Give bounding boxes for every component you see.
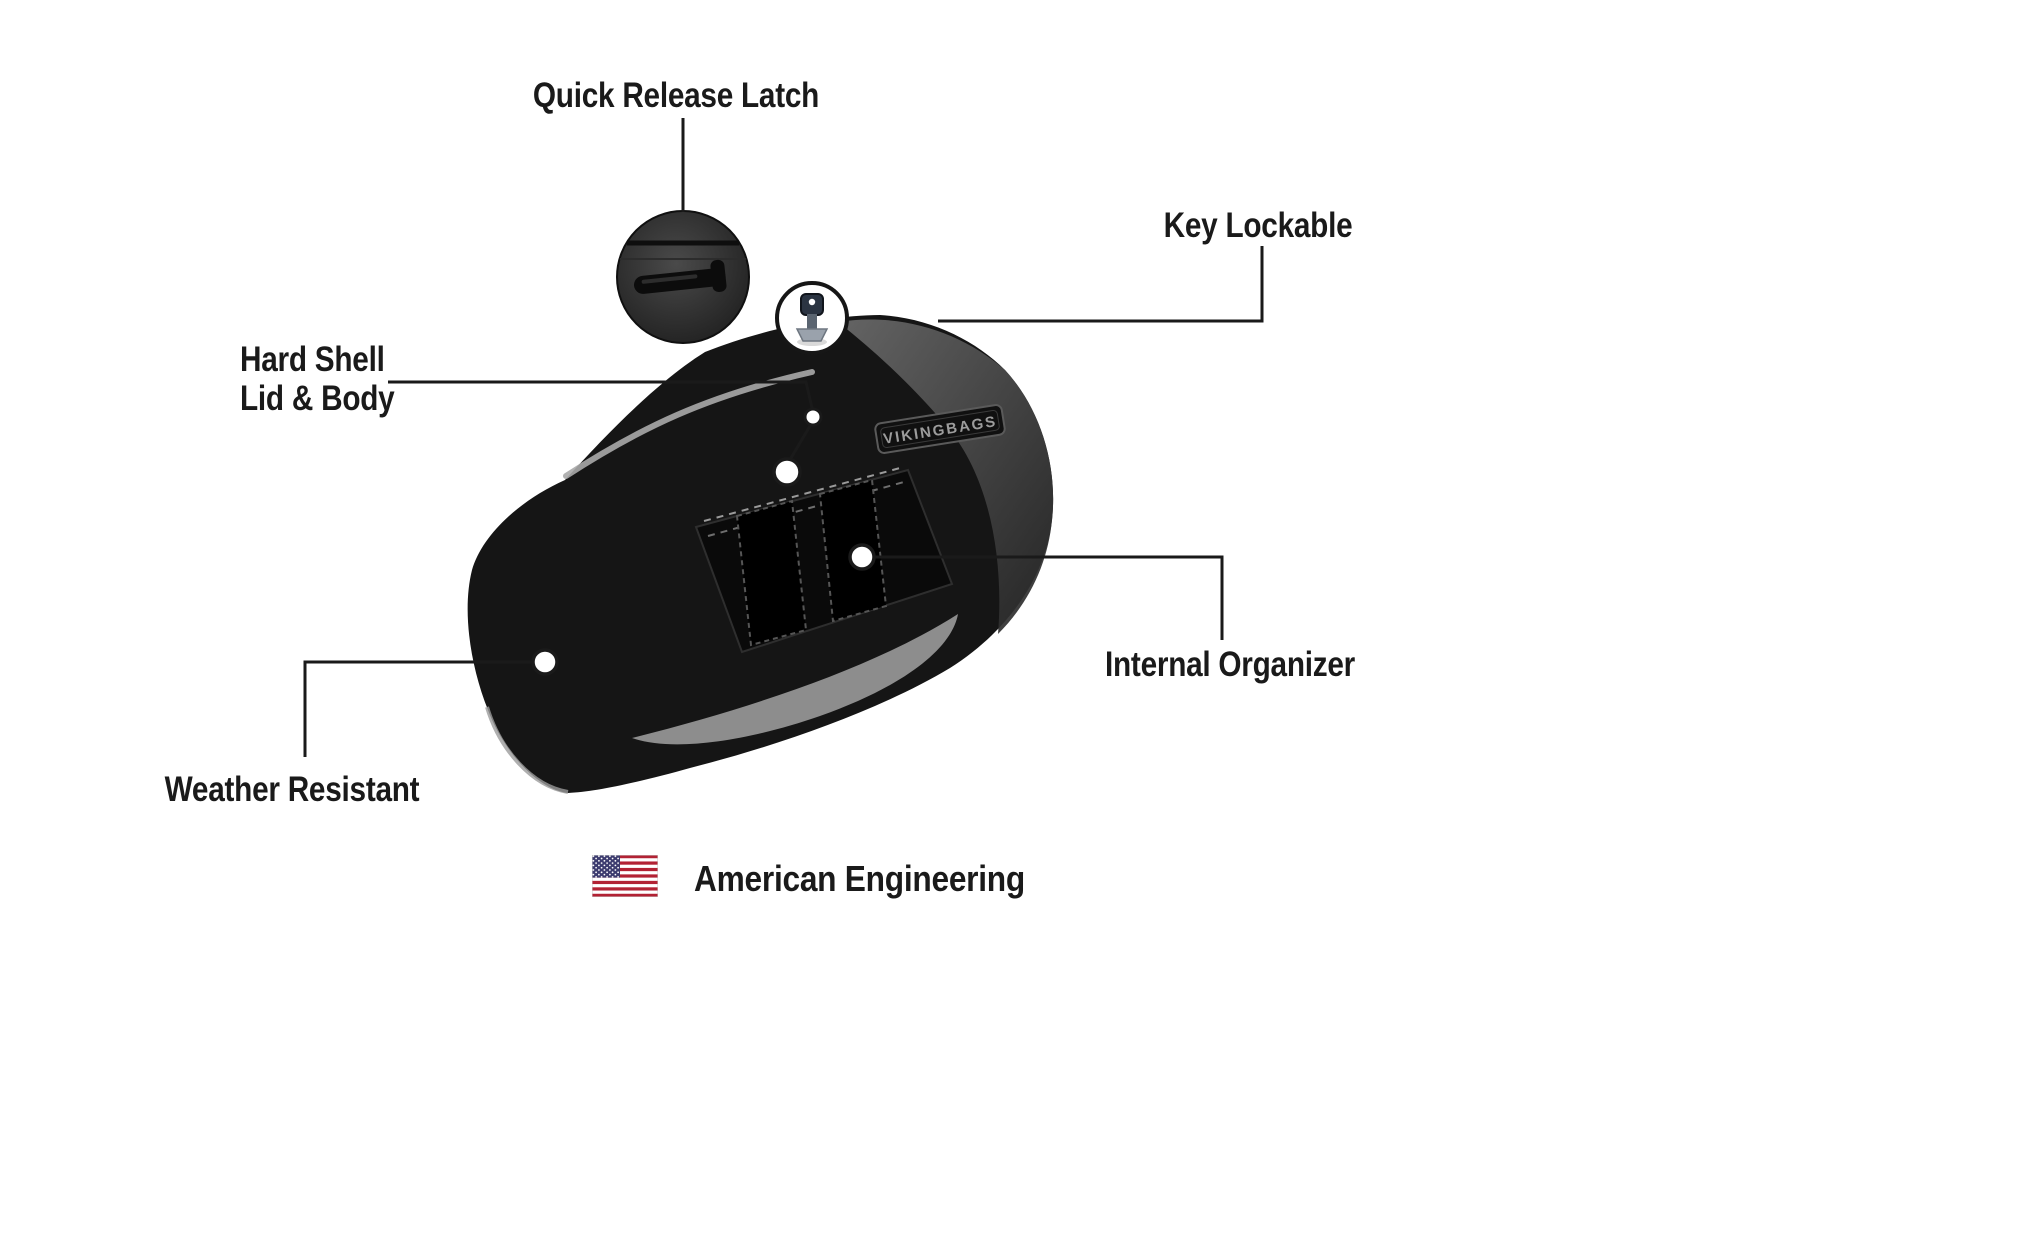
callout-dot-lid — [803, 407, 823, 427]
label-hard-shell-lid-body: Hard Shell Lid & Body — [240, 340, 395, 419]
callout-line-hard-shell — [388, 380, 814, 409]
label-weather-resistant: Weather Resistant — [164, 770, 420, 809]
callout-dots — [531, 407, 876, 676]
label-key-lockable: Key Lockable — [1163, 206, 1353, 245]
callout-line-weather-resistant — [303, 660, 533, 757]
callout-line-internal-organizer — [874, 555, 1224, 640]
bag-gloss-highlight — [838, 319, 1054, 634]
label-internal-organizer: Internal Organizer — [1104, 645, 1356, 684]
quick-release-latch-inset — [616, 210, 750, 344]
bag-bottom-accent — [632, 614, 958, 745]
key-icon — [775, 281, 849, 355]
bag-left-edge-highlight — [485, 706, 569, 794]
callout-line-hard-shell-2 — [789, 425, 812, 459]
label-hard-shell-line1: Hard Shell — [240, 340, 385, 379]
callout-dot-organizer — [848, 543, 876, 571]
saddlebag-body: VIKINGBAGS — [467, 315, 1054, 794]
callout-line-key-lockable — [938, 246, 1264, 323]
us-flag-icon — [591, 854, 659, 898]
label-american-engineering: American Engineering — [694, 858, 1025, 899]
label-hard-shell-line2: Lid & Body — [240, 379, 395, 419]
organizer-strap — [735, 499, 808, 647]
callout-dot-body — [772, 457, 802, 487]
callout-lines — [303, 118, 1264, 757]
label-quick-release-latch: Quick Release Latch — [532, 76, 820, 115]
callout-dot-weather — [531, 648, 559, 676]
